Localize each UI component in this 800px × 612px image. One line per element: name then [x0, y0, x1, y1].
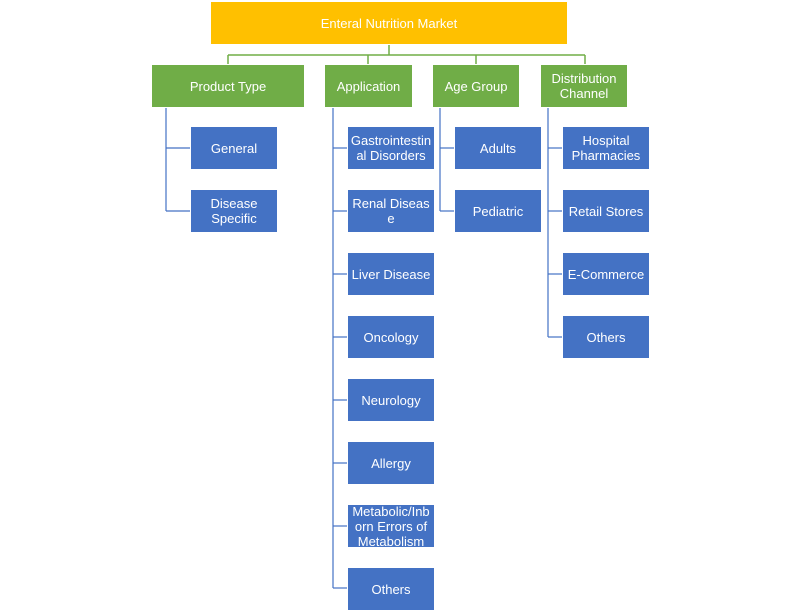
category-product-type: Product Type — [151, 64, 305, 108]
leaf-label: Pediatric — [472, 203, 524, 219]
leaf-label: Others — [371, 581, 411, 597]
leaf-pediatric: Pediatric — [454, 189, 542, 233]
leaf-retail-stores: Retail Stores — [562, 189, 650, 233]
leaf-hospital-pharmacies: Hospital Pharmacies — [562, 126, 650, 170]
leaf-label: Oncology — [363, 329, 419, 345]
leaf-label: Retail Stores — [568, 203, 644, 219]
leaf-neurology: Neurology — [347, 378, 435, 422]
leaf-label: E-Commerce — [567, 266, 645, 282]
root-node: Enteral Nutrition Market — [210, 1, 568, 45]
leaf-metabolic-inborn-errors: Metabolic/Inb orn Errors of Metabolism — [347, 503, 435, 549]
leaf-application-others: Others — [347, 567, 435, 611]
category-label: Age Group — [444, 78, 508, 94]
leaf-label: General — [210, 140, 258, 156]
category-label: Distribution Channel — [551, 71, 617, 101]
leaf-oncology: Oncology — [347, 315, 435, 359]
leaf-renal-disease: Renal Disease — [347, 189, 435, 233]
root-label: Enteral Nutrition Market — [320, 15, 458, 31]
leaf-distribution-others: Others — [562, 315, 650, 359]
leaf-label: Allergy — [371, 455, 411, 471]
leaf-gastrointestinal-disorders: Gastrointestin al Disorders — [347, 126, 435, 170]
leaf-label: Liver Disease — [351, 266, 431, 282]
root-connectors — [227, 44, 586, 64]
leaf-label: Neurology — [361, 392, 421, 408]
leaf-label: Others — [586, 329, 626, 345]
leaf-connectors — [165, 107, 562, 589]
leaf-liver-disease: Liver Disease — [347, 252, 435, 296]
leaf-label: Gastrointestin al Disorders — [350, 133, 432, 163]
leaf-label: Disease Specific — [210, 196, 258, 226]
leaf-label: Renal Disease — [352, 196, 430, 226]
leaf-disease-specific: Disease Specific — [190, 189, 278, 233]
leaf-label: Metabolic/Inb orn Errors of Metabolism — [352, 503, 430, 549]
leaf-label: Hospital Pharmacies — [571, 133, 641, 163]
leaf-e-commerce: E-Commerce — [562, 252, 650, 296]
category-age-group: Age Group — [432, 64, 520, 108]
category-distribution-channel: Distribution Channel — [540, 64, 628, 108]
leaf-label: Adults — [479, 140, 517, 156]
category-label: Application — [336, 78, 401, 94]
category-application: Application — [324, 64, 413, 108]
leaf-allergy: Allergy — [347, 441, 435, 485]
leaf-adults: Adults — [454, 126, 542, 170]
leaf-general: General — [190, 126, 278, 170]
category-label: Product Type — [189, 78, 267, 94]
